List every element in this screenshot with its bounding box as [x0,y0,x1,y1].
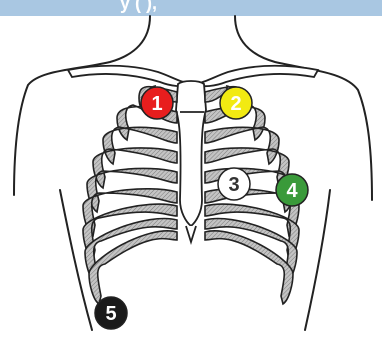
marker-2-label: 2 [230,93,241,115]
rib-right-8 [205,219,297,282]
electrode-marker-4: 4 [276,174,308,206]
rib-right-9 [205,231,293,304]
marker-4-label: 4 [286,180,298,202]
ribs-left [83,86,177,304]
marker-1-label: 1 [151,93,162,115]
marker-3-label: 3 [228,174,239,196]
electrode-marker-2: 2 [220,87,252,119]
electrode-marker-5: 5 [95,297,127,329]
marker-5-label: 5 [105,303,116,325]
rib-left-9 [89,231,177,304]
electrode-marker-3: 3 [218,168,250,200]
rib-left-8 [85,219,177,282]
electrode-marker-1: 1 [141,87,173,119]
sternum [176,81,206,242]
